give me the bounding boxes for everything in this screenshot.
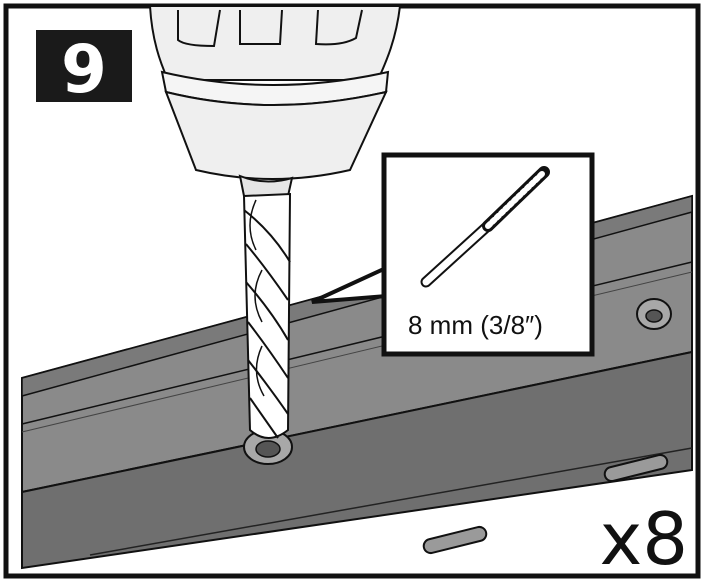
step-badge: 9 (36, 30, 132, 108)
quantity-label: x8 (600, 497, 688, 581)
step-number: 9 (61, 31, 107, 108)
drill-bit-icon (420, 166, 550, 288)
drill-icon (148, 5, 402, 439)
drill-bit-size-label: 8 mm (3/8″) (408, 310, 543, 340)
drill-bit-callout: 8 mm (3/8″) (311, 152, 595, 357)
